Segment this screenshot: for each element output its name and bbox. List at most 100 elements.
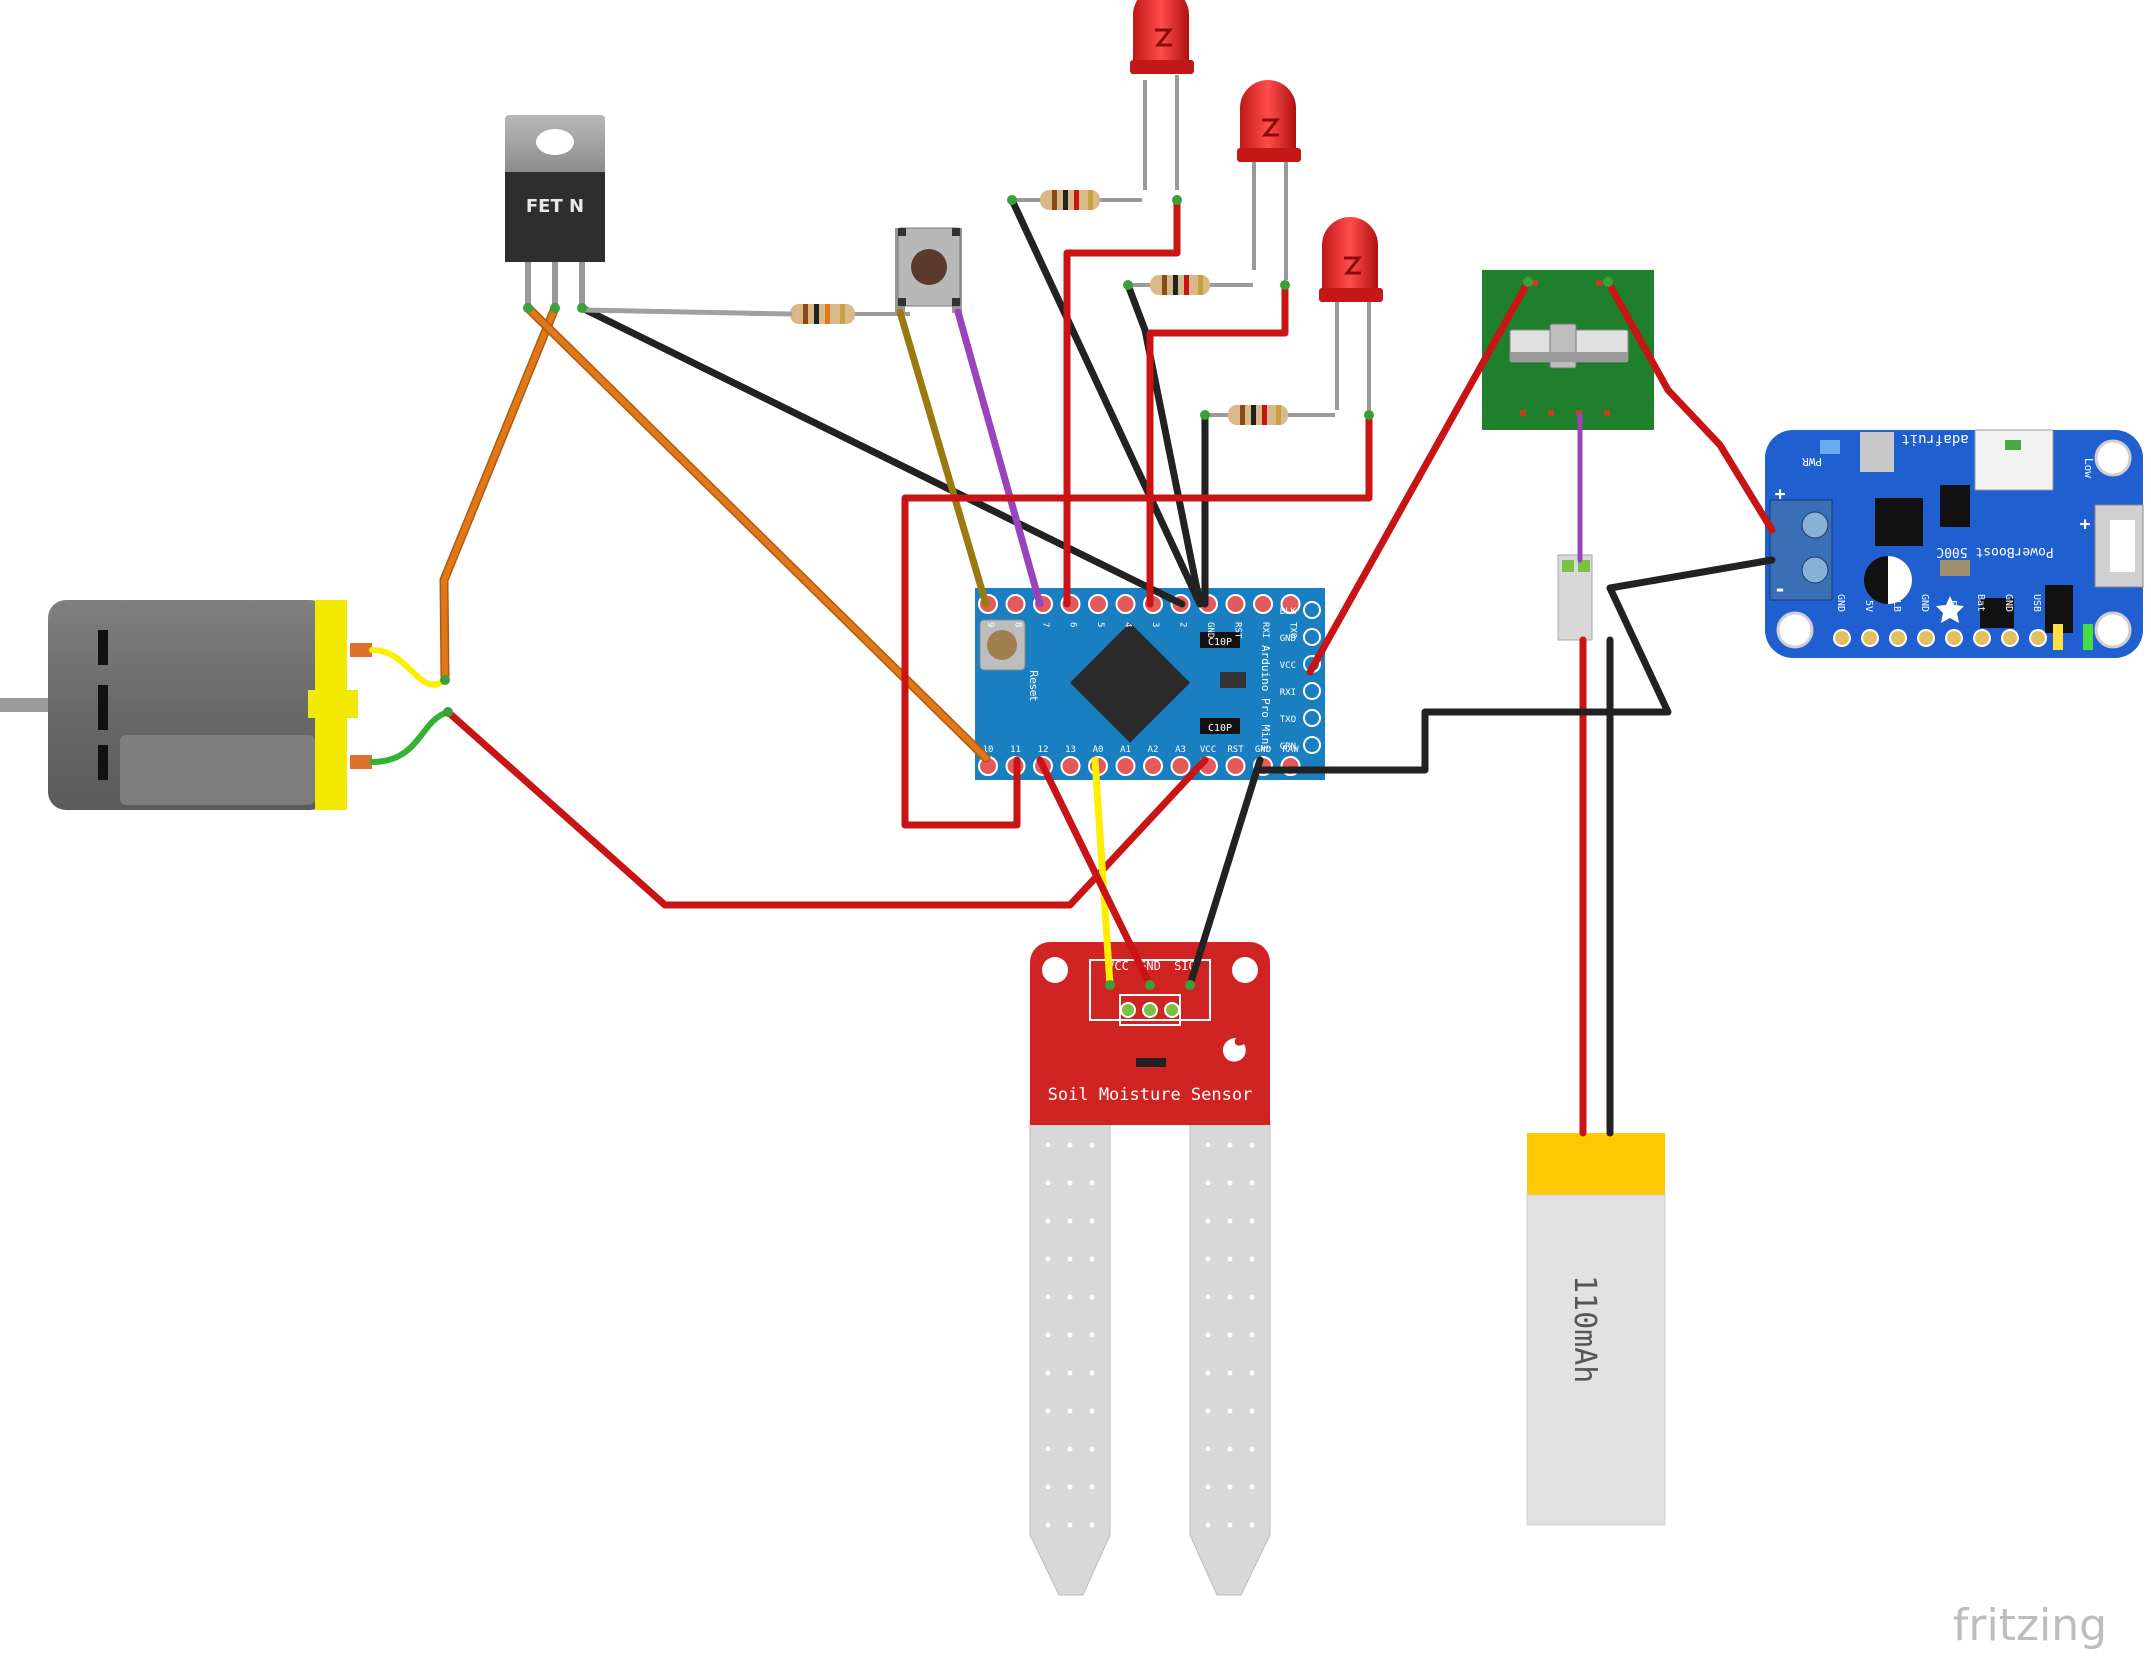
arduino-pin	[1170, 756, 1191, 776]
resistor-led-2	[1128, 275, 1253, 295]
fet-label: FET N	[526, 196, 584, 217]
arduino-pin	[1005, 594, 1026, 614]
resistor-fet	[750, 304, 910, 324]
jst-connector	[1974, 429, 2054, 491]
probe-pad	[1227, 1484, 1233, 1490]
arduino-pin	[1253, 594, 1273, 614]
sparkfun-flame-icon	[1222, 1038, 1246, 1062]
probe-pad	[1249, 1256, 1255, 1262]
arduino-pin	[1060, 756, 1081, 776]
arduino-pin	[1280, 594, 1301, 614]
boost-brand: adafruit	[1901, 431, 1968, 447]
wire-red	[1604, 278, 1776, 534]
probe-pad	[1227, 1180, 1233, 1186]
arduino-pin-label: A1	[1120, 745, 1131, 755]
arduino-pin-label: GND	[1205, 622, 1215, 638]
wire-yellow	[1091, 756, 1114, 989]
probe-pad	[1045, 1446, 1051, 1452]
probe-pad	[1067, 1522, 1073, 1528]
arduino-pin	[1225, 756, 1246, 776]
probe-pads	[1045, 1142, 1255, 1528]
arduino-pin-label: TXO	[1288, 622, 1298, 638]
arduino-pin	[1225, 594, 1246, 614]
arduino-pin-label: RST	[1233, 622, 1243, 639]
arduino-side-label: GRN	[1280, 742, 1296, 752]
wire-black	[1186, 756, 1264, 989]
wire-orange	[441, 305, 558, 683]
arduino-side-label: RXI	[1280, 688, 1296, 698]
probe-pad	[1249, 1332, 1255, 1338]
wire-motor-yellow	[369, 647, 448, 688]
motor-body-band	[120, 735, 315, 805]
probe-pad	[1045, 1180, 1051, 1186]
probe-pad	[1045, 1142, 1051, 1148]
resistor-led-1	[1012, 190, 1142, 210]
probe-pad	[1089, 1142, 1095, 1148]
probe-pad	[1205, 1332, 1211, 1338]
arduino-pin	[1115, 594, 1136, 614]
wire-black	[1254, 556, 1776, 774]
probe-pad	[1089, 1484, 1095, 1490]
fet-leg	[525, 262, 531, 307]
boost-pin-label: GND	[2003, 594, 2014, 612]
fritzing-watermark: fritzing	[1953, 1600, 2107, 1651]
arduino-pin-label: 12	[1038, 745, 1049, 755]
probe-pad	[1067, 1408, 1073, 1414]
probe-pad	[1089, 1522, 1095, 1528]
probe-pad	[1089, 1218, 1095, 1224]
boost-symbol: -	[1774, 577, 1786, 601]
battery-cap	[1527, 1133, 1665, 1195]
probe-pad	[1089, 1446, 1095, 1452]
boost-pin-label: GND	[1835, 594, 1846, 612]
fet-leg	[552, 262, 558, 307]
resistor-led-3	[1205, 405, 1335, 425]
arduino-pin-label: A0	[1093, 745, 1104, 755]
probe-pad	[1227, 1522, 1233, 1528]
arduino-side-label: TXO	[1280, 715, 1296, 725]
arduino-pin-label: A3	[1175, 745, 1186, 755]
probe-pad	[1067, 1332, 1073, 1338]
arduino-pin-label: GND	[1255, 745, 1271, 755]
probe-pad	[1045, 1218, 1051, 1224]
reset-label: Reset	[1027, 670, 1040, 701]
arduino-pin-label: RXI	[1260, 622, 1270, 638]
boost-led-label: Low	[2082, 458, 2095, 478]
fet-body	[505, 172, 605, 262]
wire-black	[1124, 281, 1204, 608]
probe-pad	[1205, 1446, 1211, 1452]
probe-pad	[1089, 1294, 1095, 1300]
probe-pad	[1205, 1218, 1211, 1224]
adafruit-star-icon	[1936, 596, 1964, 623]
boost-pin-label: GND	[1919, 594, 1930, 612]
wire-gray	[579, 307, 793, 317]
wire-orange	[525, 305, 989, 761]
arduino-pin-label: 11	[1010, 745, 1021, 755]
led-3	[1319, 217, 1383, 415]
arduino-pin-label: VCC	[1200, 745, 1216, 755]
arduino-pin-label: RST	[1227, 745, 1244, 755]
push-button	[895, 227, 962, 313]
boost-pin	[1945, 629, 1963, 647]
probe-pad	[1089, 1180, 1095, 1186]
probe-pad	[1067, 1446, 1073, 1452]
dc-motor	[0, 600, 372, 810]
probe-pad	[1089, 1332, 1095, 1338]
probe-pad	[1249, 1408, 1255, 1414]
probe-pad	[1067, 1256, 1073, 1262]
arduino-pin-label: 13	[1065, 745, 1076, 755]
wire-purple	[954, 308, 1044, 608]
lipo-battery: 110mAh	[1526, 554, 1666, 1526]
fet-leg	[579, 262, 585, 307]
arduino-pin	[1143, 756, 1163, 776]
arduino-pin-label: 3	[1150, 622, 1160, 627]
probe-pad	[1045, 1370, 1051, 1376]
motor-terminal	[350, 643, 372, 657]
probe-pad	[1205, 1370, 1211, 1376]
probe-pad	[1249, 1142, 1255, 1148]
boost-title: PowerBoost 500C	[1936, 544, 2053, 559]
probe-pad	[1089, 1370, 1095, 1376]
probe-pad	[1205, 1522, 1211, 1528]
probe-pad	[1045, 1408, 1051, 1414]
probe-pad	[1249, 1522, 1255, 1528]
cap-label: C10P	[1208, 723, 1232, 734]
